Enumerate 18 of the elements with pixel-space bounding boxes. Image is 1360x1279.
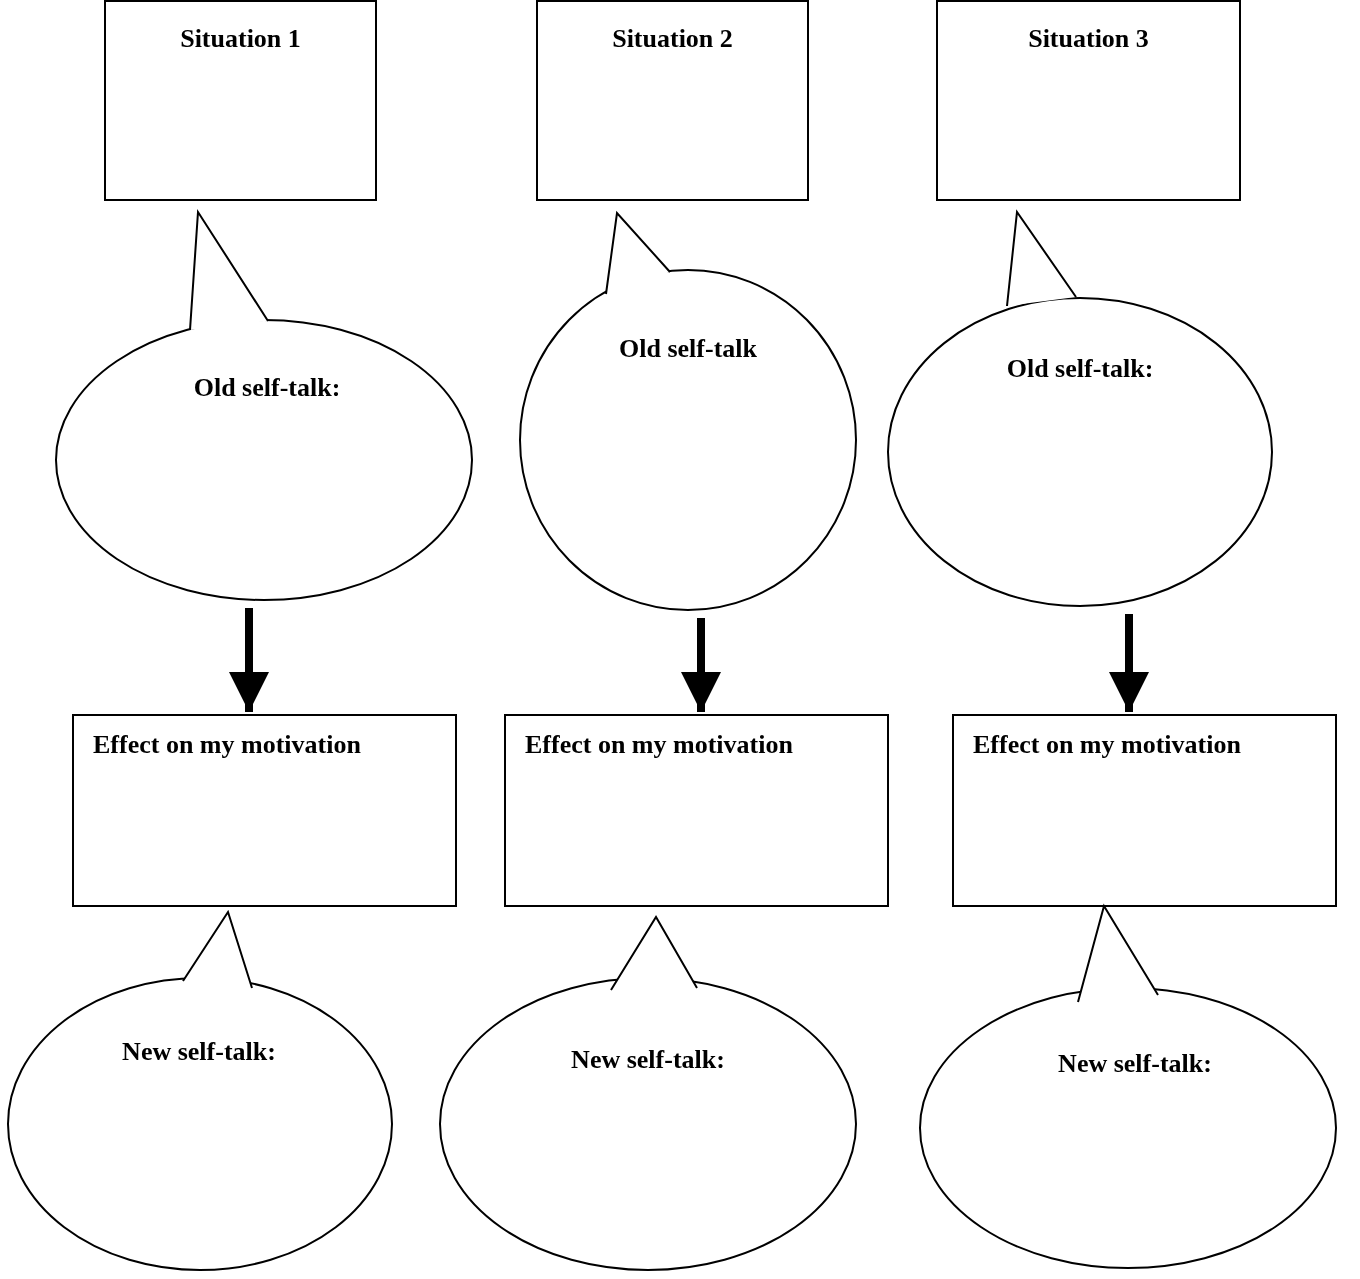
text-box [536,0,809,201]
text-box [936,0,1241,201]
box-heading: Situation 3 [1027,24,1150,54]
box-heading: Effect on my motivation [93,730,361,760]
text-box [72,714,457,907]
bubble-heading: New self-talk: [571,1045,725,1075]
box-heading: Effect on my motivation [525,730,793,760]
bubble-heading: Old self-talk [619,334,757,364]
bubble-heading: New self-talk: [1058,1049,1212,1079]
box-heading: Situation 2 [611,24,734,54]
text-box [952,714,1337,907]
bubble-heading: Old self-talk: [193,373,341,403]
bubble-heading: New self-talk: [122,1037,276,1067]
box-heading: Situation 1 [179,24,302,54]
box-heading: Effect on my motivation [973,730,1241,760]
bubble-heading: Old self-talk: [1006,354,1154,384]
text-box [504,714,889,907]
text-box [104,0,377,201]
